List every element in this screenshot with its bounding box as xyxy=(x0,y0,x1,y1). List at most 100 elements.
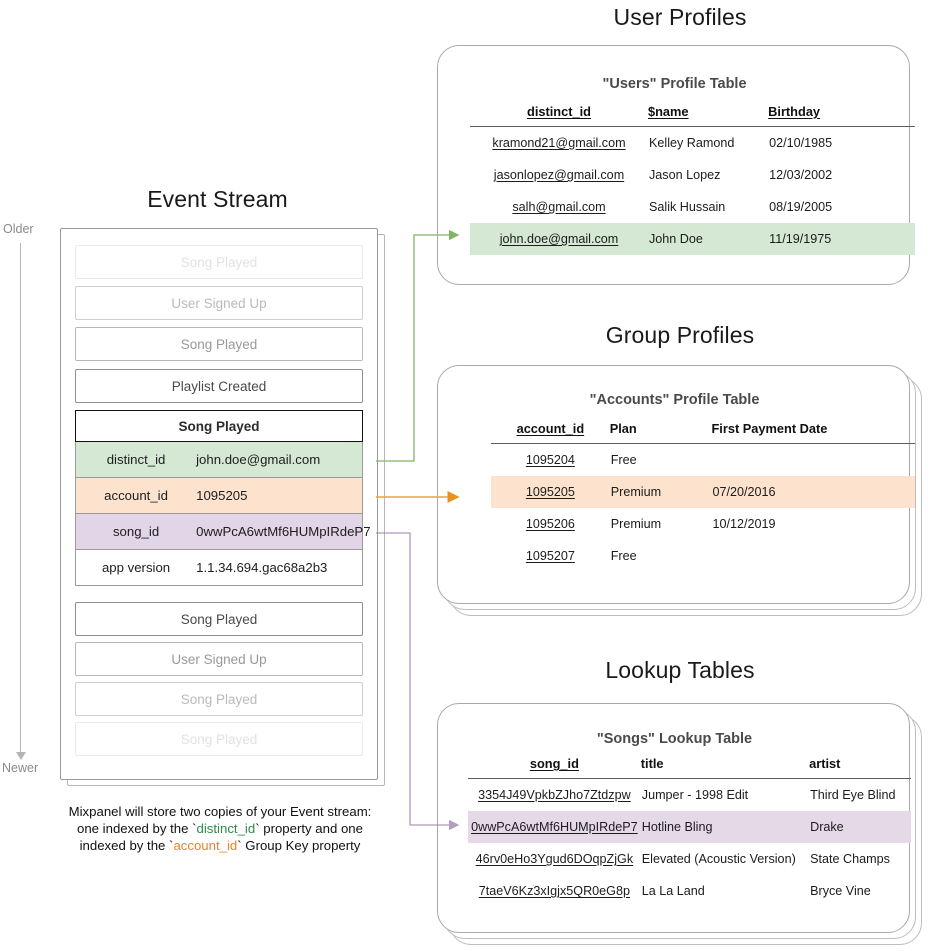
accounts-table: account_id Plan First Payment Date 10952… xyxy=(491,421,915,572)
expanded-event-card[interactable]: Song Played distinct_id john.doe@gmail.c… xyxy=(75,410,371,586)
songs-cell-artist: Bryce Vine xyxy=(810,884,871,898)
caption-distinct-id-key: distinct_id xyxy=(196,821,256,836)
event-item[interactable]: Song Played xyxy=(75,327,363,361)
event-property-row-account-id[interactable]: account_id 1095205 xyxy=(75,478,363,514)
event-item[interactable]: Song Played xyxy=(75,602,363,636)
table-row[interactable]: jasonlopez@gmail.com Jason Lopez 12/03/2… xyxy=(470,159,915,191)
event-item[interactable]: Song Played xyxy=(75,682,363,716)
accounts-cell-plan: Premium xyxy=(610,517,662,531)
table-row[interactable]: 1095207 Free xyxy=(491,540,915,572)
users-table-title: "Users" Profile Table xyxy=(602,76,747,92)
caption-line-1: Mixpanel will store two copies of your E… xyxy=(68,804,372,819)
event-property-value: john.doe@gmail.com xyxy=(196,452,321,467)
songs-cell-song-id: 0wwPcA6wtMf6HUMpIRdeP7 xyxy=(468,811,641,843)
event-item[interactable]: User Signed Up xyxy=(75,286,363,320)
accounts-cell-plan: Premium xyxy=(609,476,712,508)
expanded-event-name: Song Played xyxy=(75,410,363,442)
caption-line-3-b: ` Group Key property xyxy=(237,838,361,853)
event-item[interactable]: User Signed Up xyxy=(75,642,363,676)
accounts-cell-account-id: 1095204 xyxy=(491,444,610,477)
songs-cell-song-id: 7taeV6Kz3xIgjx5QR0eG8p xyxy=(468,875,641,907)
event-property-key: account_id xyxy=(104,488,168,503)
songs-song-id-text: 7taeV6Kz3xIgjx5QR0eG8p xyxy=(478,884,630,898)
accounts-cell-plan: Free xyxy=(610,549,637,563)
caption-line-3-a: indexed by the ` xyxy=(79,838,174,853)
accounts-col-account-id: account_id xyxy=(491,421,610,444)
accounts-col-first-payment-date: First Payment Date xyxy=(711,421,915,444)
accounts-col-plan: Plan xyxy=(609,421,712,444)
event-item-label: Song Played xyxy=(180,254,258,270)
accounts-cell-first-payment-date: 07/20/2016 xyxy=(711,476,915,508)
event-property-row-distinct-id[interactable]: distinct_id john.doe@gmail.com xyxy=(75,442,363,478)
users-cell-birthday: 08/19/2005 xyxy=(769,200,833,214)
timeline-axis xyxy=(20,243,21,753)
event-property-row-app-version[interactable]: app version 1.1.34.694.gac68a2b3 xyxy=(75,550,363,586)
users-cell-birthday: 02/10/1985 xyxy=(769,136,833,150)
users-cell-distinct-id: kramond21@gmail.com xyxy=(470,127,648,160)
event-property-value: 1095205 xyxy=(196,488,248,503)
accounts-cell-plan: Free xyxy=(610,453,637,467)
table-row[interactable]: 1095206 Premium 10/12/2019 xyxy=(491,508,915,540)
accounts-account-id-text: 1095204 xyxy=(525,453,575,467)
users-distinct-id-text: kramond21@gmail.com xyxy=(492,136,626,150)
event-property-key: song_id xyxy=(112,524,160,539)
users-col-name: $name xyxy=(648,104,769,127)
event-property-row-song-id[interactable]: song_id 0wwPcA6wtMf6HUMpIRdeP7 xyxy=(75,514,371,550)
accounts-table-header-row: account_id Plan First Payment Date xyxy=(491,421,915,444)
accounts-account-id-text: 1095207 xyxy=(525,549,575,563)
event-item[interactable]: Song Played xyxy=(75,722,363,756)
event-property-value: 0wwPcA6wtMf6HUMpIRdeP7 xyxy=(196,524,371,539)
table-row[interactable]: salh@gmail.com Salik Hussain 08/19/2005 xyxy=(470,191,915,223)
users-distinct-id-text: john.doe@gmail.com xyxy=(499,232,619,246)
users-col-distinct-id: distinct_id xyxy=(470,104,648,127)
songs-col-title: title xyxy=(640,756,810,779)
songs-col-song-id: song_id xyxy=(468,756,641,779)
accounts-cell-account-id: 1095206 xyxy=(491,508,610,540)
timeline-newer-label: Newer xyxy=(2,761,39,775)
table-row-highlighted[interactable]: 1095205 Premium 07/20/2016 xyxy=(491,476,915,508)
timeline-older-label: Older xyxy=(3,222,34,236)
event-item-label: Playlist Created xyxy=(171,378,267,394)
table-row[interactable]: 46rv0eHo3Ygud6DOqpZjGk Elevated (Acousti… xyxy=(468,843,911,875)
accounts-account-id-text: 1095206 xyxy=(525,517,575,531)
timeline-arrow-icon xyxy=(16,752,26,760)
event-item[interactable]: Song Played xyxy=(75,245,363,279)
table-row[interactable]: 1095204 Free xyxy=(491,444,915,477)
table-row[interactable]: 7taeV6Kz3xIgjx5QR0eG8p La La Land Bryce … xyxy=(468,875,911,907)
songs-table-header-row: song_id title artist xyxy=(468,756,911,779)
songs-table-title: "Songs" Lookup Table xyxy=(596,731,753,747)
songs-cell-title: Hotline Bling xyxy=(640,811,810,843)
caption-line-2: one indexed by the `distinct_id` propert… xyxy=(30,820,410,837)
accounts-cell-first-payment-date: 10/12/2019 xyxy=(712,517,776,531)
users-distinct-id-text: jasonlopez@gmail.com xyxy=(493,168,625,182)
users-cell-name: John Doe xyxy=(648,223,769,255)
songs-song-id-text: 0wwPcA6wtMf6HUMpIRdeP7 xyxy=(471,820,638,834)
songs-table: song_id title artist 3354J49VpkbZJho7Ztd… xyxy=(468,756,911,907)
event-property-key: distinct_id xyxy=(106,452,166,467)
lookup-tables-title: Lookup Tables xyxy=(605,657,755,683)
table-row-highlighted[interactable]: john.doe@gmail.com John Doe 11/19/1975 xyxy=(470,223,915,255)
users-distinct-id-text: salh@gmail.com xyxy=(512,200,606,214)
songs-song-id-text: 3354J49VpkbZJho7Ztdzpw xyxy=(478,788,631,802)
users-cell-distinct-id: salh@gmail.com xyxy=(470,191,648,223)
table-row[interactable]: 3354J49VpkbZJho7Ztdzpw Jumper - 1998 Edi… xyxy=(468,779,911,812)
accounts-account-id-text: 1095205 xyxy=(525,485,575,499)
user-profiles-card: "Users" Profile Table distinct_id $name … xyxy=(437,45,915,285)
caption-line-3: indexed by the `account_id` Group Key pr… xyxy=(30,837,410,854)
event-item-label: Song Played xyxy=(180,691,258,707)
accounts-cell-account-id: 1095207 xyxy=(491,540,610,572)
users-cell-distinct-id: jasonlopez@gmail.com xyxy=(470,159,648,191)
songs-cell-artist: State Champs xyxy=(810,852,890,866)
caption-line-2-b: ` property and one xyxy=(255,821,363,836)
table-row[interactable]: kramond21@gmail.com Kelley Ramond 02/10/… xyxy=(470,127,915,160)
songs-cell-title: Elevated (Acoustic Version) xyxy=(641,852,796,866)
users-cell-name: Kelley Ramond xyxy=(649,136,735,150)
users-cell-birthday: 11/19/1975 xyxy=(768,223,915,255)
event-item-label: User Signed Up xyxy=(171,651,267,667)
event-item[interactable]: Playlist Created xyxy=(75,369,363,403)
event-property-key: app version xyxy=(101,560,171,575)
songs-cell-title: La La Land xyxy=(641,884,705,898)
group-profiles-card: "Accounts" Profile Table account_id Plan… xyxy=(437,365,915,604)
table-row-highlighted[interactable]: 0wwPcA6wtMf6HUMpIRdeP7 Hotline Bling Dra… xyxy=(468,811,911,843)
songs-cell-song-id: 46rv0eHo3Ygud6DOqpZjGk xyxy=(468,843,641,875)
